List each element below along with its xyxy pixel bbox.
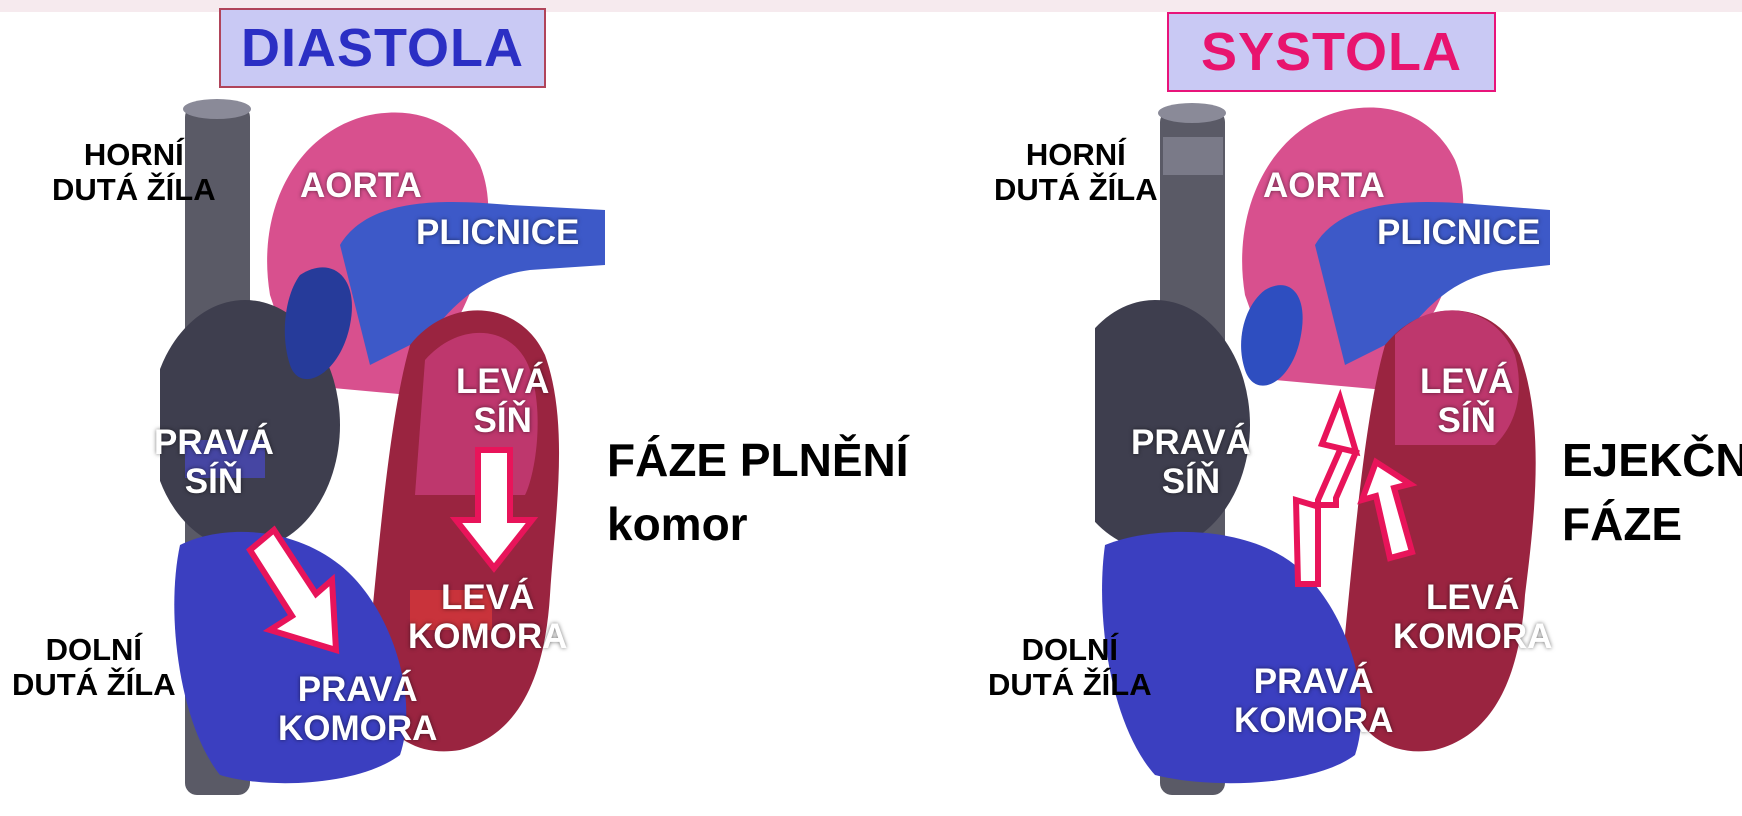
label-dolni-duta-zila-right: DOLNÍ DUTÁ ŽÍLA [988, 633, 1152, 702]
label-text: KOMORA [1234, 701, 1393, 740]
label-text: PRAVÁ [278, 670, 437, 709]
label-plicnice-left: PLICNICE [416, 213, 579, 252]
title-systola: SYSTOLA [1167, 12, 1496, 92]
superior-vena-cava-caption-box [1163, 137, 1223, 175]
label-text: PRAVÁ [1234, 662, 1393, 701]
label-text: KOMORA [408, 617, 567, 656]
label-prava-komora-right: PRAVÁ KOMORA [1234, 662, 1393, 740]
phase-line-1: EJEKČNÍ [1562, 428, 1742, 492]
label-text: KOMORA [278, 709, 437, 748]
label-text: LEVÁ [1393, 578, 1552, 617]
label-text: SÍŇ [1420, 401, 1513, 440]
label-prava-komora-left: PRAVÁ KOMORA [278, 670, 437, 748]
title-systola-text: SYSTOLA [1201, 21, 1462, 83]
label-text: SÍŇ [1131, 462, 1251, 501]
title-diastola-text: DIASTOLA [241, 17, 524, 79]
title-diastola: DIASTOLA [219, 8, 546, 88]
label-text: LEVÁ [1420, 362, 1513, 401]
label-text: HORNÍ [994, 138, 1158, 173]
label-text: DUTÁ ŽÍLA [994, 173, 1158, 208]
label-text: DUTÁ ŽÍLA [988, 668, 1152, 703]
phase-text-diastole: FÁZE PLNĚNÍ komor [607, 428, 909, 557]
label-leva-komora-right: LEVÁ KOMORA [1393, 578, 1552, 656]
label-text: PRAVÁ [1131, 423, 1251, 462]
label-horni-duta-zila-left: HORNÍ DUTÁ ŽÍLA [52, 138, 216, 207]
label-text: SÍŇ [154, 462, 274, 501]
label-text: LEVÁ [408, 578, 567, 617]
label-dolni-duta-zila-left: DOLNÍ DUTÁ ŽÍLA [12, 633, 176, 702]
label-text: KOMORA [1393, 617, 1552, 656]
label-leva-sin-right: LEVÁ SÍŇ [1420, 362, 1513, 440]
label-text: HORNÍ [52, 138, 216, 173]
label-text: DUTÁ ŽÍLA [52, 173, 216, 208]
phase-line-2: komor [607, 492, 909, 556]
label-text: DUTÁ ŽÍLA [12, 668, 176, 703]
label-leva-sin-left: LEVÁ SÍŇ [456, 362, 549, 440]
label-aorta-right: AORTA [1263, 166, 1385, 205]
label-plicnice-right: PLICNICE [1377, 213, 1540, 252]
label-text: PRAVÁ [154, 423, 274, 462]
label-text: LEVÁ [456, 362, 549, 401]
phase-line-2: FÁZE [1562, 492, 1742, 556]
label-text: SÍŇ [456, 401, 549, 440]
label-text: DOLNÍ [12, 633, 176, 668]
label-prava-sin-left: PRAVÁ SÍŇ [154, 423, 274, 501]
label-text: DOLNÍ [988, 633, 1152, 668]
label-leva-komora-left: LEVÁ KOMORA [408, 578, 567, 656]
phase-text-systole: EJEKČNÍ FÁZE [1562, 428, 1742, 557]
label-horni-duta-zila-right: HORNÍ DUTÁ ŽÍLA [994, 138, 1158, 207]
label-prava-sin-right: PRAVÁ SÍŇ [1131, 423, 1251, 501]
label-aorta-left: AORTA [300, 166, 422, 205]
phase-line-1: FÁZE PLNĚNÍ [607, 428, 909, 492]
